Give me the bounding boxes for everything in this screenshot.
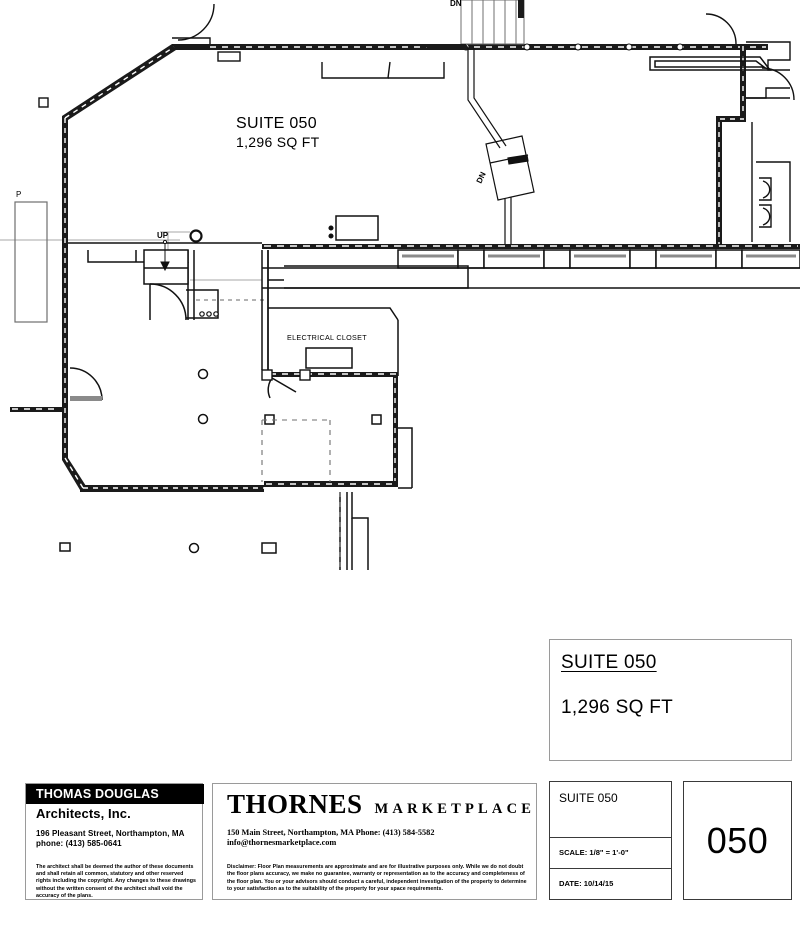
upper-alcove — [217, 51, 445, 79]
info-suite-cell: SUITE 050 — [550, 782, 671, 838]
thornes-disclaimer: Disclaimer: Floor Plan measurements are … — [227, 864, 527, 892]
left-lower-wall — [10, 407, 62, 412]
corridor-band — [262, 244, 800, 249]
info-date-value: DATE: 10/14/15 — [559, 879, 614, 888]
floor-outlets — [59, 414, 382, 554]
electrical-closet-walls — [267, 250, 399, 399]
right-wall — [716, 44, 746, 246]
column-marker — [189, 229, 203, 243]
toilet-fixtures — [759, 177, 772, 228]
dn-label-mid: DN — [475, 170, 488, 184]
lower-room-right-wall — [264, 376, 398, 487]
architect-phone: phone: (413) 585-0641 — [36, 839, 122, 848]
architect-title-block: THOMAS DOUGLAS Architects, Inc. 196 Plea… — [25, 783, 204, 900]
suite-area-label: 1,296 SQ FT — [236, 134, 320, 150]
info-suite-value: SUITE 050 — [559, 791, 618, 805]
drawing-info-block: SUITE 050 SCALE: 1/8" = 1'-0" DATE: 10/1… — [549, 781, 672, 900]
architect-subtitle: Architects, Inc. — [36, 806, 131, 821]
p-rectangle — [14, 201, 48, 323]
corridor-counter — [268, 215, 469, 289]
architect-legal-text: The architect shall be deemed the author… — [36, 864, 197, 899]
architect-address: 196 Pleasant Street, Northampton, MA — [36, 829, 185, 838]
stair-top-rail — [518, 0, 524, 18]
diagonal-stair-wall — [424, 44, 470, 50]
callout-suite-area: 1,296 SQ FT — [561, 697, 674, 718]
suite-label: SUITE 050 — [236, 115, 317, 132]
thornes-wordmark: THORNES — [227, 789, 363, 819]
sheet-number-block: 050 — [683, 781, 792, 900]
stair-mid-run — [467, 48, 535, 246]
reference-lines — [0, 231, 262, 281]
soffit-dashed-lines — [261, 419, 341, 570]
electrical-closet-dashed-wall — [261, 369, 398, 381]
corridor-bottom-line — [262, 267, 800, 289]
thornes-address: 150 Main Street, Northampton, MA Phone: … — [227, 828, 435, 837]
up-label: UP — [157, 231, 169, 240]
info-scale-value: SCALE: 1/8" = 1'-0" — [559, 848, 629, 857]
suite-callout-box: SUITE 050 1,296 SQ FT — [549, 639, 792, 761]
thornes-logo: THORNES MARKETPLACE — [227, 789, 535, 820]
wall-hatch — [64, 46, 264, 489]
fixture-dots — [199, 311, 219, 317]
right-rooms — [705, 13, 795, 242]
thornes-title-block: THORNES MARKETPLACE 150 Main Street, Nort… — [212, 783, 537, 900]
up-arrow — [160, 239, 170, 272]
callout-suite-title: SUITE 050 — [561, 652, 657, 673]
thornes-marketplace-word: MARKETPLACE — [374, 801, 536, 817]
left-service-area — [68, 242, 268, 321]
stair-top — [460, 0, 525, 45]
sheet-number-value: 050 — [706, 819, 769, 861]
lower-room-right-detail — [339, 427, 413, 570]
top-wall — [208, 43, 768, 51]
thornes-email: info@thornesmarketplace.com — [227, 838, 337, 847]
upper-right-fixture — [649, 56, 772, 71]
upper-left-details — [38, 3, 215, 108]
architect-name: THOMAS DOUGLAS — [36, 787, 159, 801]
floor-plan-drawing: DN DN — [0, 0, 800, 570]
electrical-closet-label: ELECTRICAL CLOSET — [287, 333, 367, 342]
dn-label-top: DN — [450, 0, 462, 8]
info-date-cell: DATE: 10/14/15 — [550, 869, 671, 900]
p-label: P — [16, 190, 21, 199]
architect-name-band: THOMAS DOUGLAS — [26, 784, 204, 804]
info-scale-cell: SCALE: 1/8" = 1'-0" — [550, 838, 671, 869]
ceiling-fixtures — [188, 368, 209, 554]
